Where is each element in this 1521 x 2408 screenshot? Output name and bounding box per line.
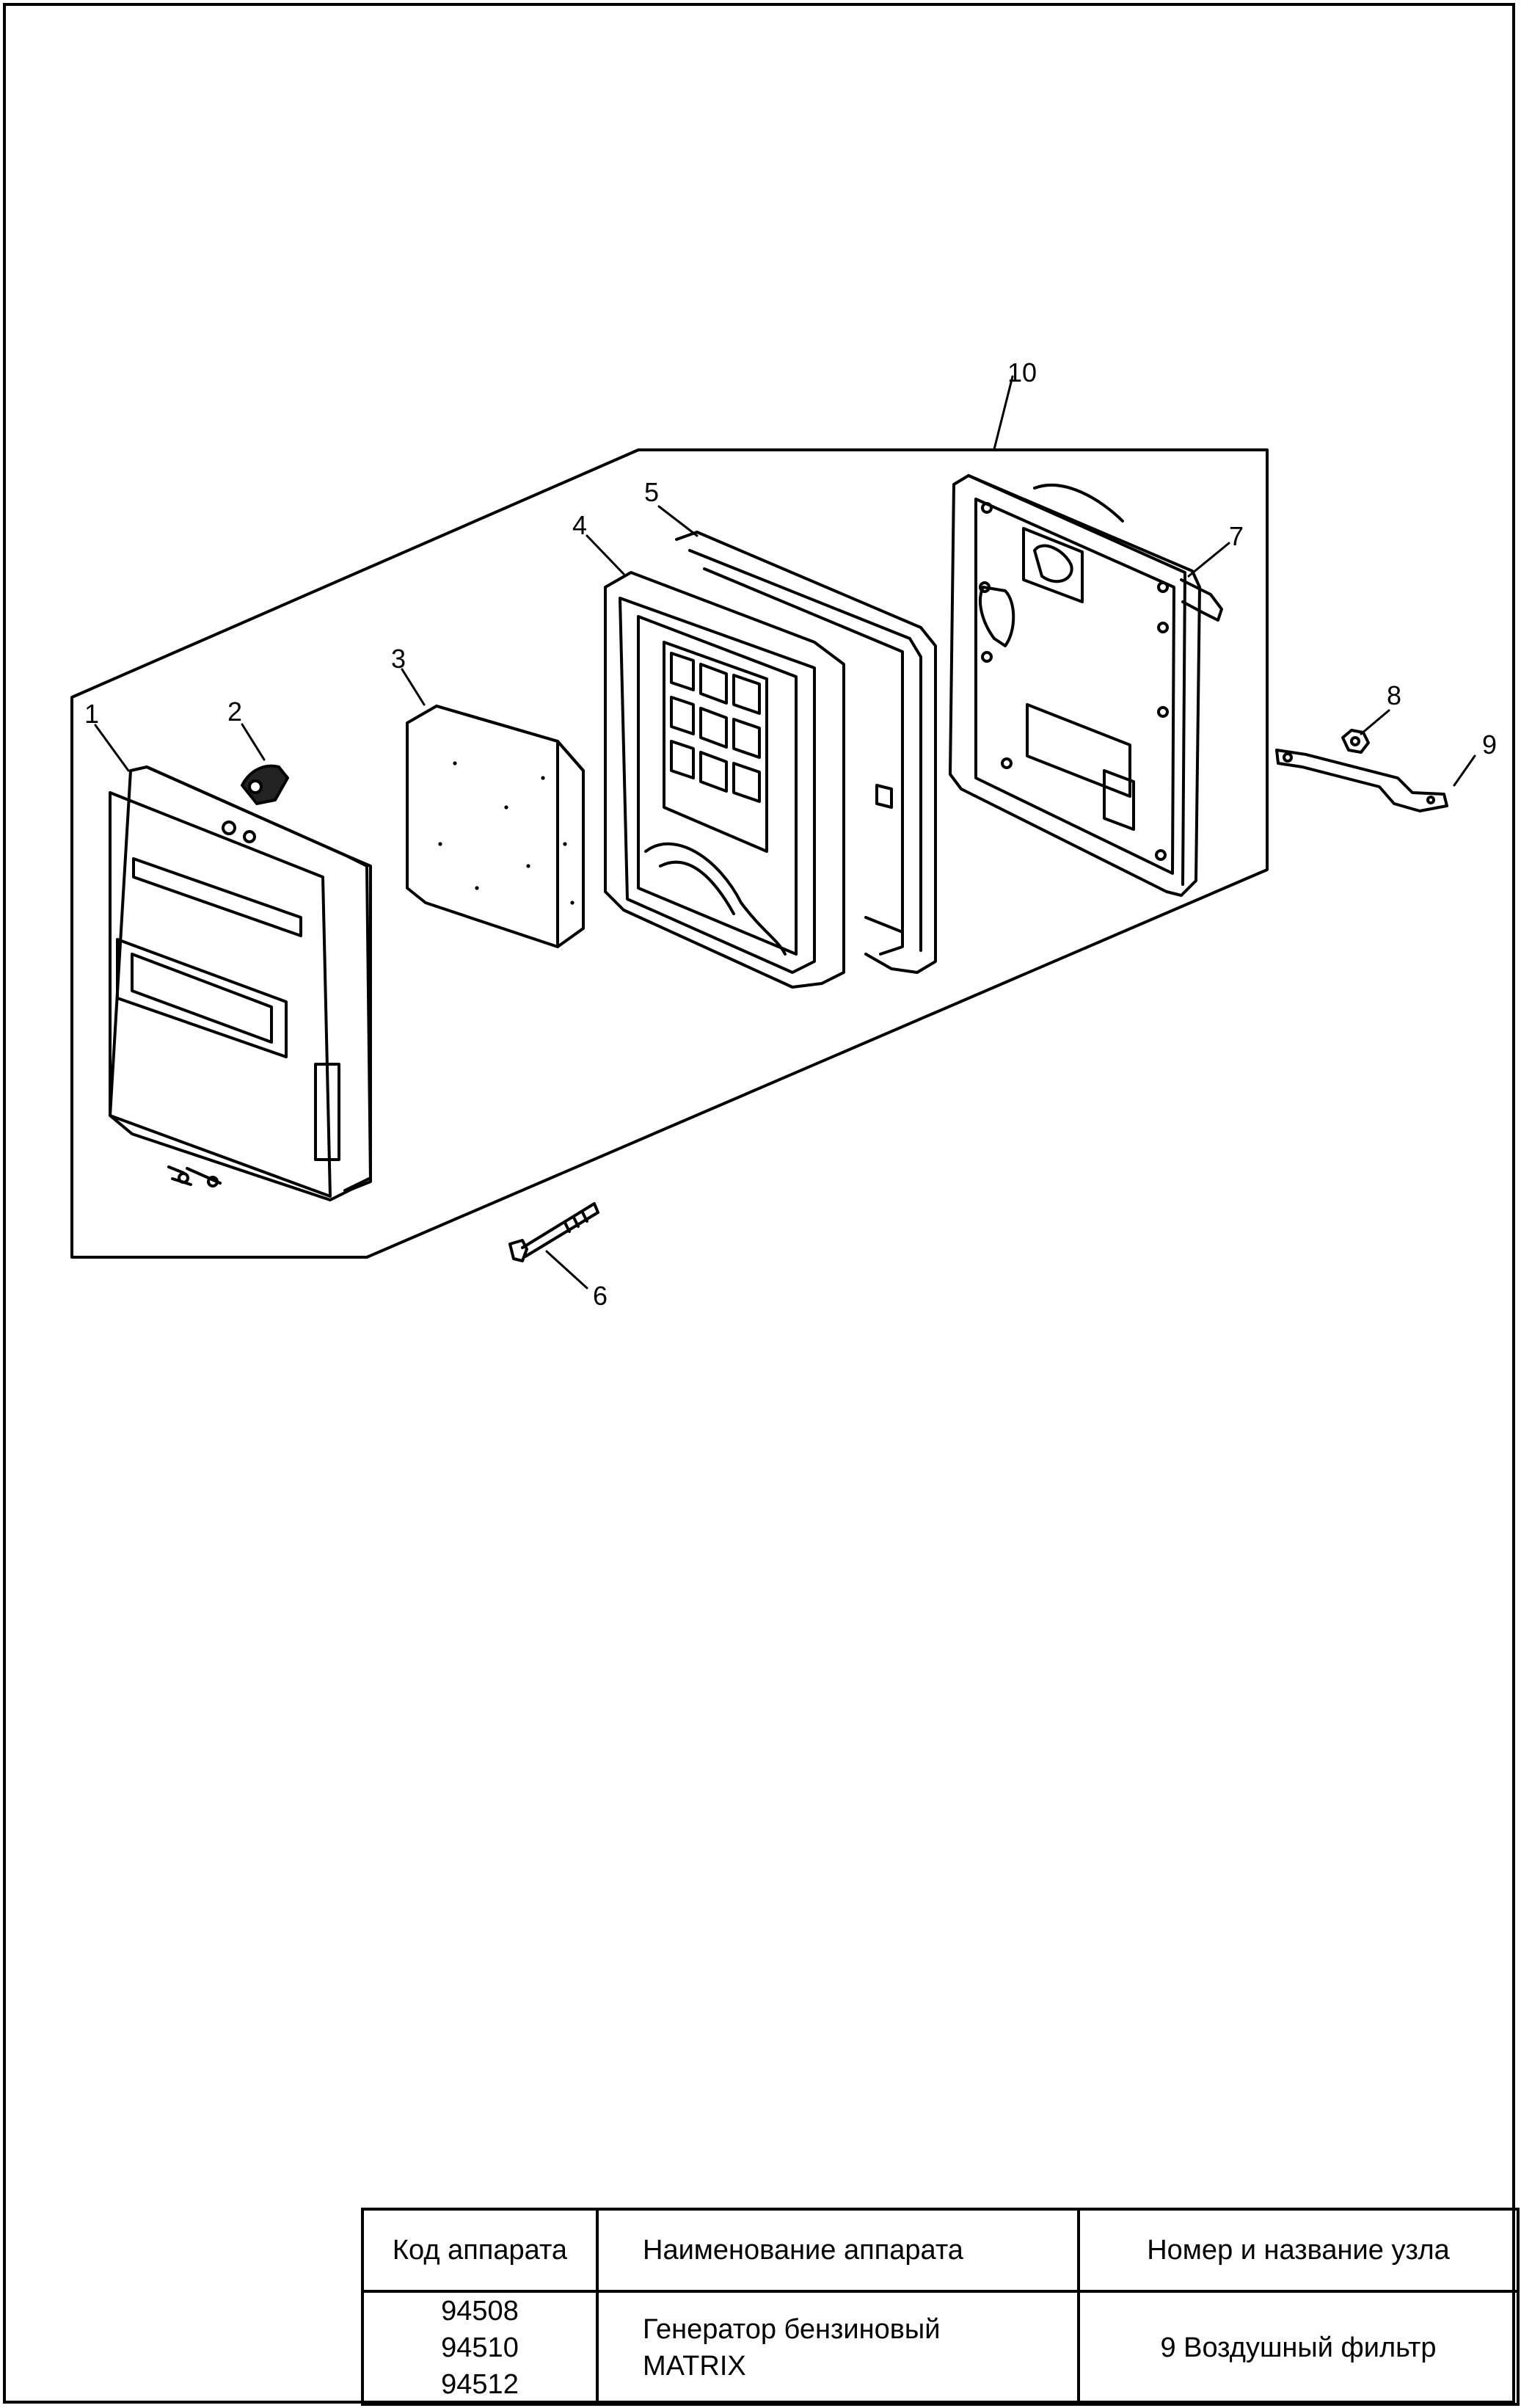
callout-10: 10	[1007, 357, 1037, 388]
callout-8: 8	[1387, 680, 1401, 710]
exploded-view-drawing: 1 2 3 4 5 6 7 8 9 10	[70, 357, 1497, 1311]
part-clip	[241, 764, 289, 805]
assembly-outline	[70, 448, 1269, 1259]
part-bolt	[508, 1202, 599, 1262]
part-bracket	[1275, 749, 1448, 812]
callout-7: 7	[1229, 521, 1244, 551]
leader-lines	[94, 375, 1476, 1290]
part-foam-element	[406, 705, 585, 948]
device-name: Генератор бензиновый MATRIX	[596, 2290, 1080, 2406]
callout-6: 6	[593, 1281, 608, 1311]
part-back-plate	[949, 474, 1223, 897]
header-node-name: Номер и название узла	[1077, 2208, 1520, 2293]
header-device-name: Наименование аппарата	[596, 2208, 1080, 2293]
title-block: Код аппарата Наименование аппарата Номер…	[361, 2208, 1520, 2406]
callout-9: 9	[1482, 730, 1497, 760]
device-code: 94510	[441, 2332, 519, 2363]
part-housing	[675, 531, 937, 974]
header-device-code: Код аппарата	[361, 2208, 599, 2293]
title-block-header-row: Код аппарата Наименование аппарата Номер…	[361, 2208, 1520, 2293]
part-nut	[1341, 729, 1370, 754]
device-name-line1: Генератор бензиновый	[643, 2314, 941, 2345]
callout-4: 4	[572, 510, 587, 540]
callout-5: 5	[644, 477, 659, 507]
part-filter-frame	[604, 571, 845, 989]
device-code: 94512	[441, 2369, 519, 2400]
callout-1: 1	[84, 699, 99, 729]
title-block-data-row: 94508 94510 94512 Генератор бензиновый M…	[361, 2290, 1520, 2406]
device-name-line2: MATRIX	[643, 2351, 746, 2382]
node-name: 9 Воздушный фильтр	[1077, 2290, 1520, 2406]
callout-2: 2	[227, 696, 242, 727]
part-cover	[109, 765, 372, 1201]
callout-3: 3	[391, 644, 406, 674]
device-codes: 94508 94510 94512	[361, 2290, 599, 2406]
device-code: 94508	[441, 2296, 519, 2327]
